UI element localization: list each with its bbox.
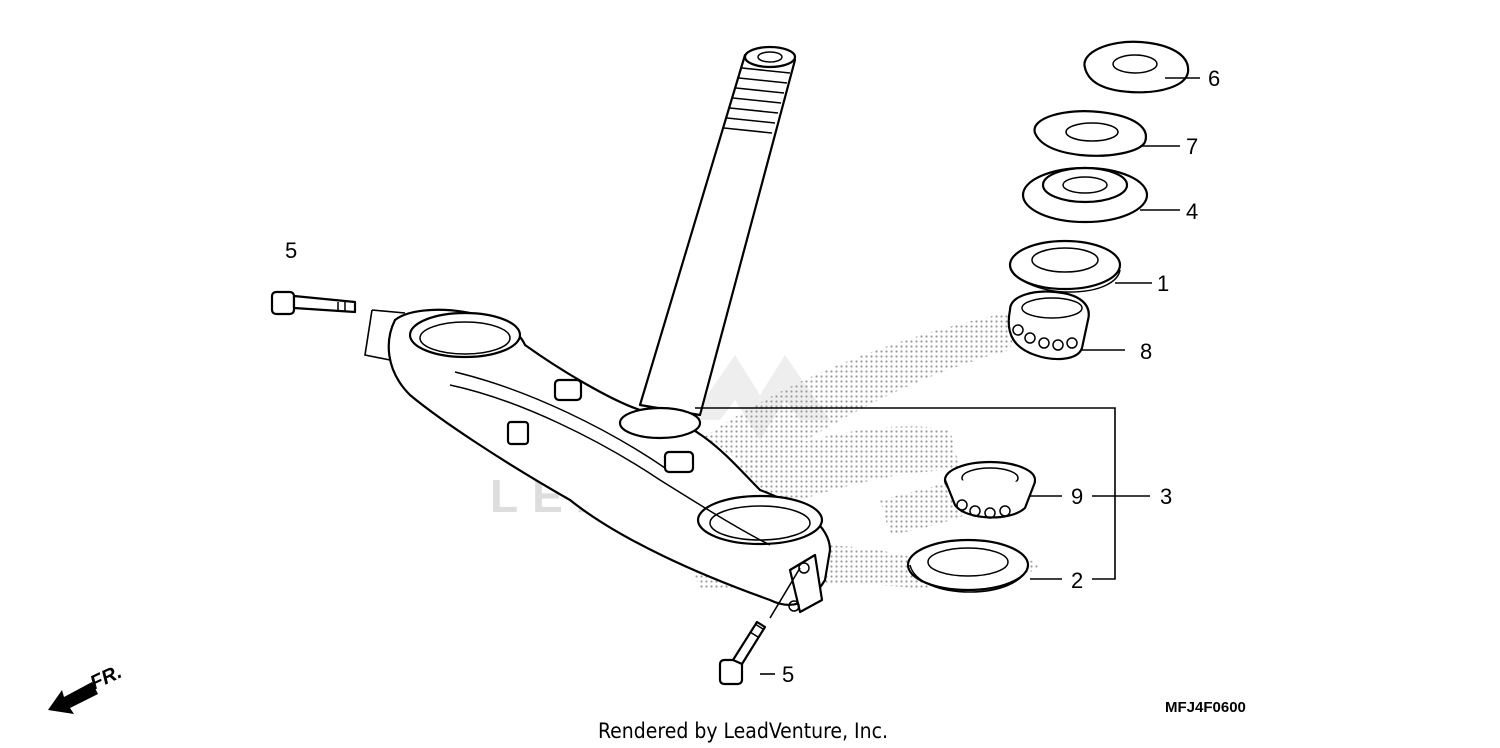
bearing-balls [1012, 324, 1078, 351]
callout-9: 9 [1071, 484, 1083, 509]
stem-thread [723, 67, 791, 134]
callout-4: 4 [1186, 199, 1198, 224]
upper-bearing [1007, 290, 1090, 361]
callout-7: 7 [1186, 134, 1198, 159]
leader-lines [695, 77, 1200, 675]
callout-5-top: 5 [285, 238, 297, 263]
callout-2: 2 [1071, 568, 1083, 593]
callout-3: 3 [1160, 484, 1172, 509]
adjusting-nut [1021, 166, 1149, 224]
dust-seal [906, 538, 1030, 593]
callout-1: 1 [1157, 271, 1169, 296]
callout-labels: 6 7 4 1 8 9 3 2 5 5 [285, 66, 1220, 687]
callout-5-bottom: 5 [782, 662, 794, 687]
callout-8: 8 [1140, 339, 1152, 364]
flange-bolt-bottom [718, 567, 801, 686]
lower-bearing [943, 460, 1037, 519]
steering-stem-bridge [387, 308, 832, 614]
steering-stem [638, 45, 797, 417]
steering-stem-nut [1083, 40, 1190, 94]
upper-outer-race [1008, 239, 1122, 293]
render-credit: Rendered by LeadVenture, Inc. [598, 719, 888, 743]
front-arrow-icon [48, 682, 98, 714]
callout-6: 6 [1208, 66, 1220, 91]
diagram-code: MFJ4F0600 [1165, 699, 1246, 716]
lock-washer [1033, 110, 1148, 157]
bearing-balls-lower [956, 499, 1011, 519]
flange-bolt-top [270, 290, 406, 361]
front-direction-indicator: FR. [48, 661, 125, 714]
